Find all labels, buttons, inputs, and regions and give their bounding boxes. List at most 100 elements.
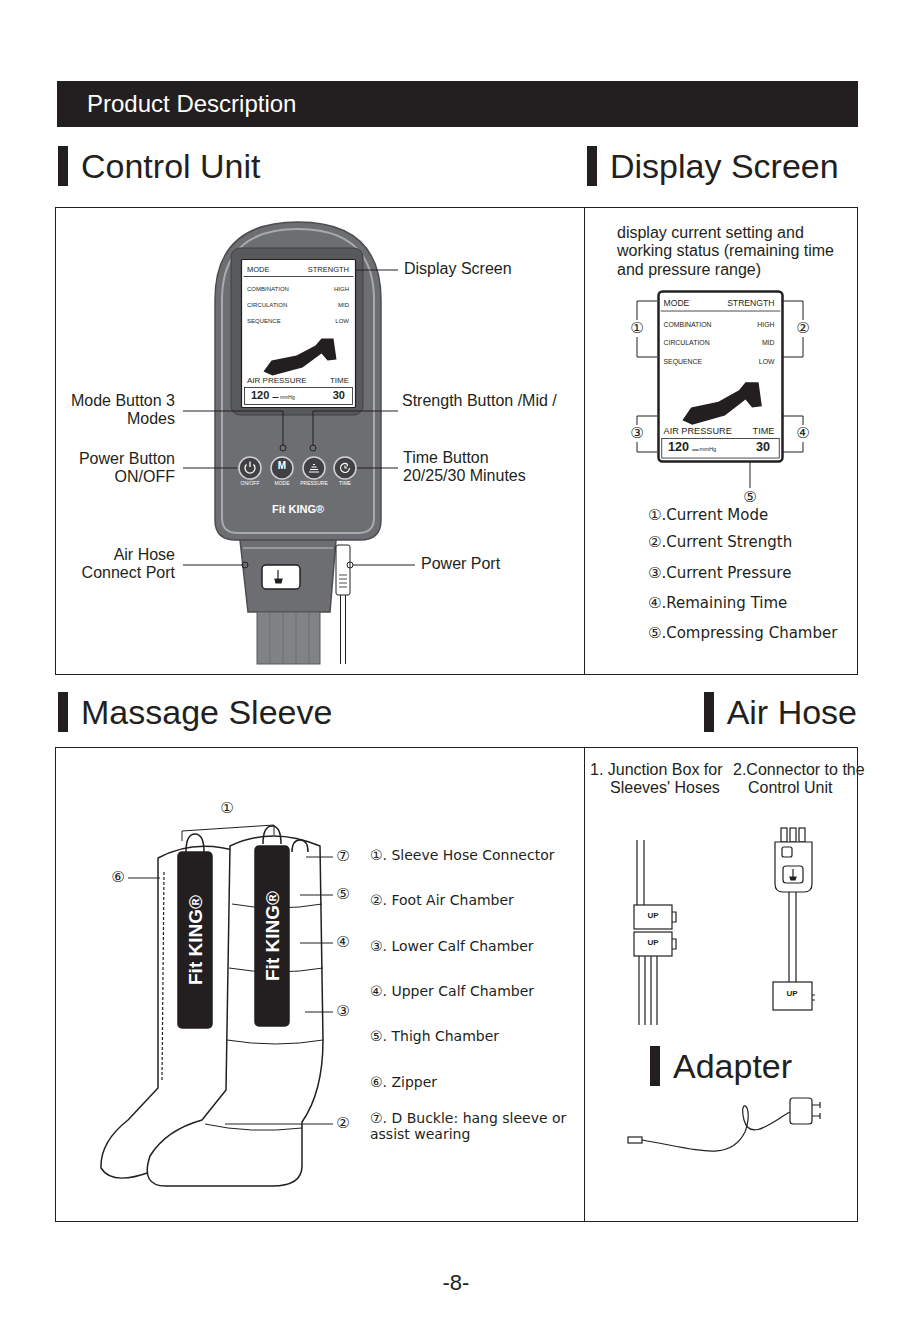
- junction-box: [634, 932, 672, 956]
- control-unit-body: [222, 229, 374, 533]
- part-label: ②. Foot Air Chamber: [370, 892, 514, 908]
- leader-lines: [183, 565, 242, 566]
- lcd-text: SEQUENCE: [664, 359, 703, 366]
- part-label: UP: [638, 912, 668, 920]
- lcd-text: LOW: [335, 318, 349, 324]
- control-unit-connector: [781, 828, 787, 842]
- massage-sleeve: [101, 825, 323, 1186]
- lcd-text: 120: [251, 390, 269, 401]
- lcd-text: MID: [338, 302, 349, 308]
- junction-box: [639, 956, 657, 1025]
- air-hose-port: [275, 570, 282, 583]
- lcd-dash: [273, 397, 279, 398]
- lcd-screen: MODESTRENGTHCOMBINATIONHIGHCIRCULATIONMI…: [241, 259, 355, 407]
- lcd-text: TIME: [753, 427, 775, 436]
- massage-sleeve: [186, 834, 204, 852]
- callout-number: ③: [627, 425, 647, 442]
- air-hose-port: [243, 547, 333, 549]
- lcd-background: [242, 260, 356, 408]
- lcd-text: MODE: [247, 266, 270, 274]
- callout-number: ⑥: [108, 869, 128, 886]
- part-label: TIME: [330, 481, 360, 486]
- massage-sleeve: [182, 825, 274, 841]
- title-band: Product Description: [57, 81, 858, 127]
- lcd-text: STRENGTH: [727, 299, 774, 308]
- part-label: Air Hose Connect Port: [63, 546, 175, 583]
- leader-lines: [313, 411, 398, 445]
- leader-lines: [242, 562, 248, 568]
- part-label: ③.Current Pressure: [648, 565, 791, 582]
- massage-sleeve: [292, 840, 308, 852]
- sleeve-leader-lines: [225, 1124, 333, 1125]
- sleeve-leader-lines: [128, 878, 160, 879]
- massage-sleeve: [263, 826, 281, 844]
- part-label: UP: [777, 990, 807, 998]
- control-buttons: [239, 457, 261, 479]
- lcd-frame: [659, 292, 783, 462]
- lcd-text: 30: [756, 441, 770, 454]
- leader-lines: [183, 468, 237, 469]
- lcd-text: HIGH: [334, 286, 349, 292]
- lcd-screen: MODESTRENGTHCOMBINATIONHIGHCIRCULATIONMI…: [657, 291, 781, 461]
- panel-box: Air Hose: [585, 747, 858, 1222]
- adapter: [812, 1102, 820, 1119]
- part-label: Power Button ON/OFF: [63, 450, 175, 487]
- lcd-text: HIGH: [757, 322, 774, 329]
- lcd-value-box: [662, 439, 779, 459]
- leg-chamber-icon: [264, 339, 337, 376]
- leg-chamber-icon: [682, 382, 761, 425]
- section-heading: Adapter: [650, 1046, 792, 1086]
- control-unit-connector: [782, 847, 792, 857]
- adapter: [790, 1098, 812, 1124]
- control-unit-connector: [789, 892, 796, 982]
- control-unit-connector: [790, 828, 796, 842]
- adapter: [628, 1098, 820, 1151]
- part-label: Power Port: [421, 555, 500, 573]
- lcd-background: [659, 292, 783, 462]
- air-hose-port: [270, 612, 309, 664]
- lcd-text: mmHg: [699, 447, 716, 453]
- air-hose-port: [262, 565, 300, 589]
- part-label: ⑥. Zipper: [370, 1074, 437, 1090]
- sleeve-leader-lines: [128, 857, 333, 1124]
- lcd-rule: [244, 276, 354, 277]
- callout-number: ④: [333, 934, 353, 951]
- massage-sleeve: [178, 852, 212, 1028]
- massage-sleeve: [255, 846, 289, 1026]
- massage-sleeve: [162, 872, 164, 1080]
- part-label: Fit KING®: [186, 895, 205, 985]
- part-label: ②.Current Strength: [648, 534, 792, 551]
- adapter: [628, 1137, 642, 1143]
- lcd-text: MID: [762, 340, 775, 347]
- lcd-text: TIME: [330, 377, 349, 385]
- lcd-rule: [661, 311, 781, 312]
- air-hose-port: [257, 612, 320, 664]
- adapter: [642, 1106, 790, 1151]
- callout-number: ④: [793, 425, 813, 442]
- control-unit-connector: [790, 869, 796, 880]
- control-buttons: [245, 462, 255, 474]
- lcd-text: mmHg: [280, 395, 295, 400]
- power-cable: [336, 545, 350, 595]
- junction-box: [672, 912, 676, 949]
- control-buttons: [303, 457, 325, 479]
- lcd-text: 120: [668, 441, 689, 454]
- part-label: 2.Connector to the Control Unit: [733, 761, 870, 798]
- leader-lines: [347, 562, 353, 568]
- part-label: Time Button 20/25/30 Minutes: [403, 449, 545, 486]
- lcd-text: CIRCULATION: [664, 340, 710, 347]
- part-label: M: [275, 461, 289, 471]
- lcd-dash: [692, 450, 699, 451]
- lcd-text: SEQUENCE: [247, 318, 281, 324]
- part-label: 1. Junction Box for Sleeves' Hoses: [590, 761, 742, 798]
- lcd-text: CIRCULATION: [247, 302, 287, 308]
- sleeve-leader-lines: [306, 857, 333, 858]
- lcd-text: LOW: [759, 359, 775, 366]
- part-label: ④. Upper Calf Chamber: [370, 983, 534, 999]
- control-buttons: [271, 457, 293, 479]
- control-buttons: [309, 465, 319, 473]
- callout-number: ⑦: [333, 848, 353, 865]
- lcd-text: COMBINATION: [247, 286, 289, 292]
- air-hose-port: [240, 540, 336, 664]
- leader-lines: [353, 565, 415, 566]
